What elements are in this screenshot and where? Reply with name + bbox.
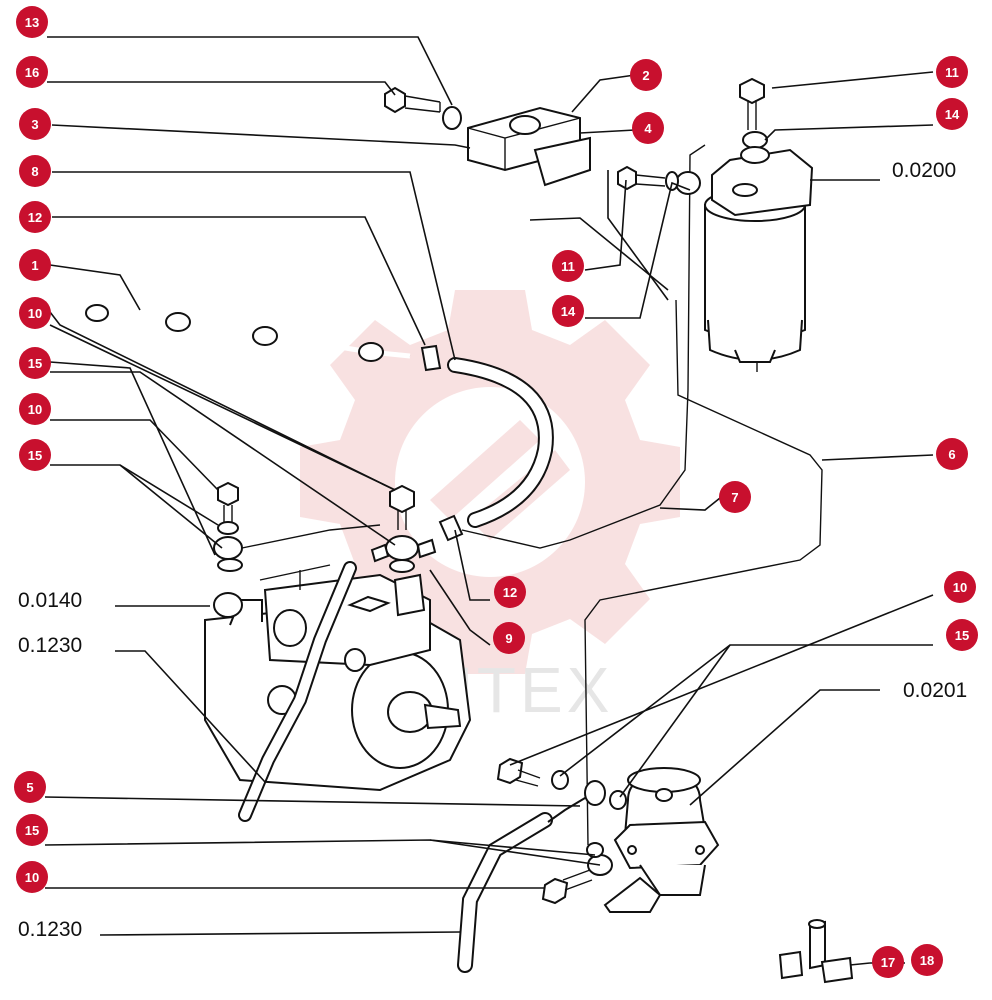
callout-4: 4 bbox=[632, 112, 664, 144]
callout-label: 9 bbox=[505, 631, 512, 646]
fuel-filter bbox=[704, 77, 814, 372]
callout-17: 17 bbox=[872, 946, 904, 978]
ref-hose-upper: 0.1230 bbox=[18, 634, 82, 657]
callout-label: 11 bbox=[561, 259, 575, 274]
banjo-bolt-pump-left bbox=[213, 481, 381, 572]
callout-label: 10 bbox=[25, 870, 39, 885]
callout-5: 5 bbox=[14, 771, 46, 803]
callout-12-upper: 12 bbox=[19, 201, 51, 233]
callout-label: 14 bbox=[945, 107, 960, 122]
banjo-bolt-pump-center bbox=[370, 484, 437, 573]
callout-label: 18 bbox=[920, 953, 934, 968]
callout-label: 12 bbox=[503, 585, 517, 600]
leak-off-pipe bbox=[85, 304, 411, 362]
callout-2: 2 bbox=[630, 59, 662, 91]
callout-label: 15 bbox=[955, 628, 969, 643]
callout-10-a: 10 bbox=[19, 297, 51, 329]
lift-pump bbox=[603, 767, 720, 913]
callout-label: 4 bbox=[644, 121, 652, 136]
callout-9: 9 bbox=[493, 622, 525, 654]
callout-11-lower: 11 bbox=[552, 250, 584, 282]
banjo-11-upper bbox=[617, 165, 701, 195]
washer-13 bbox=[442, 106, 462, 130]
callout-label: 1 bbox=[31, 258, 38, 273]
callout-10-c: 10 bbox=[944, 571, 976, 603]
callout-label: 16 bbox=[25, 65, 39, 80]
callout-label: 5 bbox=[26, 780, 33, 795]
callout-label: 8 bbox=[31, 164, 38, 179]
callout-10-d: 10 bbox=[16, 861, 48, 893]
callout-15-d: 15 bbox=[16, 814, 48, 846]
parts-17-18 bbox=[778, 919, 871, 984]
callout-14-upper: 14 bbox=[936, 98, 968, 130]
callout-label: 6 bbox=[948, 447, 955, 462]
pipe-6 bbox=[584, 299, 823, 846]
callout-label: 14 bbox=[561, 304, 576, 319]
callout-15-c: 15 bbox=[946, 619, 978, 651]
callout-label: 11 bbox=[945, 65, 959, 80]
callout-label: 10 bbox=[28, 306, 42, 321]
callout-label: 15 bbox=[28, 448, 42, 463]
callout-label: 10 bbox=[953, 580, 967, 595]
callout-label: 3 bbox=[31, 117, 38, 132]
ref-lift-pump: 0.0201 bbox=[903, 679, 967, 702]
callout-11-upper: 11 bbox=[936, 56, 968, 88]
callout-15-a: 15 bbox=[19, 347, 51, 379]
callout-label: 2 bbox=[642, 68, 649, 83]
callout-label: 17 bbox=[881, 955, 895, 970]
callout-3: 3 bbox=[19, 108, 51, 140]
callout-14-lower: 14 bbox=[552, 295, 584, 327]
callout-label: 15 bbox=[28, 356, 42, 371]
callout-label: 15 bbox=[25, 823, 39, 838]
leader-lines bbox=[44, 36, 934, 964]
callout-1: 1 bbox=[19, 249, 51, 281]
hose-8 bbox=[420, 344, 554, 528]
callout-label: 10 bbox=[28, 402, 42, 417]
callout-16: 16 bbox=[16, 56, 48, 88]
callout-18: 18 bbox=[911, 944, 943, 976]
callout-label: 7 bbox=[731, 490, 738, 505]
callout-13: 13 bbox=[16, 6, 48, 38]
callout-10-b: 10 bbox=[19, 393, 51, 425]
callout-6: 6 bbox=[936, 438, 968, 470]
callout-8: 8 bbox=[19, 155, 51, 187]
clamp-bracket bbox=[467, 106, 591, 187]
ref-hose-lower: 0.1230 bbox=[18, 918, 82, 941]
callout-12-lower: 12 bbox=[494, 576, 526, 608]
callout-15-b: 15 bbox=[19, 439, 51, 471]
bolt-16 bbox=[384, 86, 441, 114]
ref-filter: 0.0200 bbox=[892, 159, 956, 182]
callout-label: 12 bbox=[28, 210, 42, 225]
callout-7: 7 bbox=[719, 481, 751, 513]
callout-label: 13 bbox=[25, 15, 39, 30]
ref-injection-pump-mount: 0.0140 bbox=[18, 589, 82, 612]
